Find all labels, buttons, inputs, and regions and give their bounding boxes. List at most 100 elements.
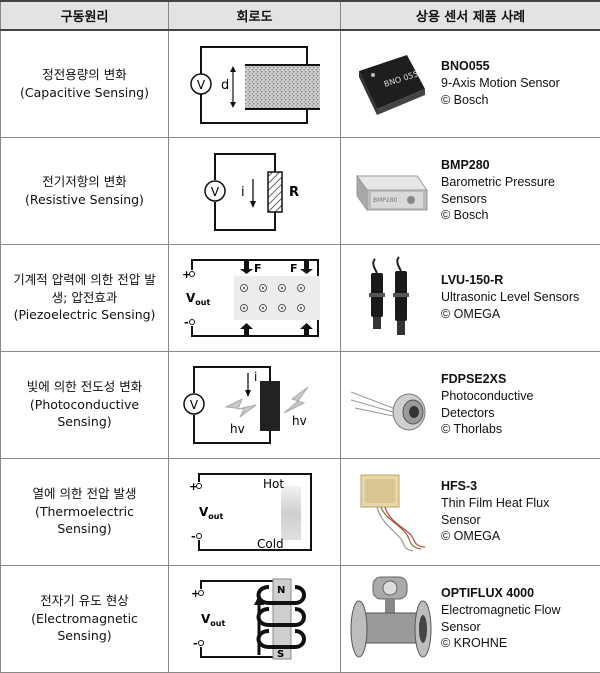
product-desc: Sensor <box>441 512 600 529</box>
cold-label: Cold <box>257 537 284 551</box>
principle-english: (Photoconductive Sensing) <box>7 396 162 431</box>
product-desc: Sensors <box>441 191 600 208</box>
product-desc: Thin Film Heat Flux <box>441 495 600 512</box>
header-row: 구동원리 회로도 상용 센서 제품 사례 <box>1 1 600 30</box>
vout-label: Vout <box>186 291 210 307</box>
product-name: FDPSE2XS <box>441 371 600 388</box>
product-maker: © KROHNE <box>441 635 600 652</box>
photoconductive-circuit-diagram: V i hv hv <box>180 359 330 451</box>
south-pole-label: S <box>277 649 284 660</box>
plus-sign: + <box>191 587 200 600</box>
principle-korean: 전자기 유도 현상 <box>7 592 162 610</box>
electromagnetic-circuit-diagram: + - Vout N S <box>185 573 325 665</box>
principle-cell: 정전용량의 변화 (Capacitive Sensing) <box>1 30 169 137</box>
principle-cell: 기계적 압력에 의한 전압 발생; 압전효과 (Piezoelectric Se… <box>1 244 169 351</box>
principle-english: (Thermoelectric Sensing) <box>7 503 162 538</box>
product-image-bmp280: BMP280 <box>345 146 437 236</box>
header-circuit: 회로도 <box>169 1 341 30</box>
current-label: i <box>254 370 257 384</box>
product-desc: Ultrasonic Level Sensors <box>441 289 600 306</box>
table-row: 전자기 유도 현상 (Electromagnetic Sensing) + - … <box>1 565 600 672</box>
force-label: F <box>290 262 298 275</box>
table-row: 전기저항의 변화 (Resistive Sensing) V <box>1 137 600 244</box>
piezo-crystal <box>234 276 320 320</box>
product-cell: OPTIFLUX 4000 Electromagnetic Flow Senso… <box>341 565 600 672</box>
thermoelectric-element <box>281 486 301 540</box>
principle-cell: 빛에 의한 전도성 변화 (Photoconductive Sensing) <box>1 351 169 458</box>
minus-sign: - <box>193 637 198 650</box>
plus-sign: + <box>189 480 198 493</box>
product-image-fdpse2xs <box>345 360 437 450</box>
principle-korean: 빛에 의한 전도성 변화 <box>7 378 162 396</box>
header-principle: 구동원리 <box>1 1 169 30</box>
principle-english: (Piezoelectric Sensing) <box>7 306 162 324</box>
product-desc: Barometric Pressure <box>441 174 600 191</box>
piezoelectric-circuit-diagram: + - Vout F <box>180 252 330 344</box>
hot-label: Hot <box>263 477 284 491</box>
principle-korean: 전기저항의 변화 <box>7 173 162 191</box>
circuit-cell: V d <box>169 30 341 137</box>
vout-label: Vout <box>201 612 225 628</box>
principle-korean: 기계적 압력에 의한 전압 발생; 압전효과 <box>7 271 162 306</box>
photon-label: hv <box>292 414 307 428</box>
product-image-lvu150 <box>345 253 437 343</box>
table-row: 열에 의한 전압 발생 (Thermoelectric Sensing) <box>1 458 600 565</box>
vout-label: Vout <box>199 505 223 521</box>
product-name: OPTIFLUX 4000 <box>441 585 600 602</box>
principle-english: (Electromagnetic Sensing) <box>7 610 162 645</box>
resistor-icon <box>268 172 282 212</box>
light-ray-icon <box>284 387 308 413</box>
resistor-label: R <box>289 185 299 200</box>
principle-korean: 정전용량의 변화 <box>7 66 162 84</box>
product-name: HFS-3 <box>441 478 600 495</box>
principle-korean: 열에 의한 전압 발생 <box>7 485 162 503</box>
capacitive-circuit-diagram: V d <box>185 39 325 129</box>
product-maker: © Bosch <box>441 92 600 109</box>
product-maker: © OMEGA <box>441 306 600 323</box>
circuit-cell: V i R <box>169 137 341 244</box>
product-name: BMP280 <box>441 157 600 174</box>
product-maker: © OMEGA <box>441 528 600 545</box>
dielectric-layer <box>245 66 320 108</box>
photon-label: hv <box>230 422 245 436</box>
product-name: LVU-150-R <box>441 272 600 289</box>
product-image-hfs3 <box>345 467 437 557</box>
principle-cell: 전기저항의 변화 (Resistive Sensing) <box>1 137 169 244</box>
product-cell: BMP280 BMP280 Barometric Pressure Sensor… <box>341 137 600 244</box>
thermoelectric-circuit-diagram: + - Vout Hot Cold <box>185 466 325 558</box>
voltmeter-label: V <box>189 398 198 412</box>
distance-label: d <box>221 78 229 93</box>
voltmeter-label: V <box>196 78 205 92</box>
circuit-cell: + - Vout Hot Cold <box>169 458 341 565</box>
table-row: 정전용량의 변화 (Capacitive Sensing) <box>1 30 600 137</box>
north-pole-label: N <box>277 585 285 596</box>
product-desc: Electromagnetic Flow <box>441 602 600 619</box>
principle-cell: 전자기 유도 현상 (Electromagnetic Sensing) <box>1 565 169 672</box>
current-label: i <box>241 185 245 200</box>
voltmeter-label: V <box>210 185 219 199</box>
svg-text:BMP280: BMP280 <box>373 197 398 204</box>
product-desc: Detectors <box>441 405 600 422</box>
product-image-bno055: BNO 055 <box>345 39 437 129</box>
minus-sign: - <box>184 316 189 329</box>
resistive-circuit-diagram: V i R <box>185 146 325 236</box>
table-row: 기계적 압력에 의한 전압 발생; 압전효과 (Piezoelectric Se… <box>1 244 600 351</box>
product-name: BNO055 <box>441 58 600 75</box>
principle-english: (Resistive Sensing) <box>7 191 162 209</box>
product-cell: LVU-150-R Ultrasonic Level Sensors © OME… <box>341 244 600 351</box>
table-row: 빛에 의한 전도성 변화 (Photoconductive Sensing) V… <box>1 351 600 458</box>
photoresistor-icon <box>260 381 280 431</box>
product-maker: © Thorlabs <box>441 421 600 438</box>
circuit-cell: V i hv hv <box>169 351 341 458</box>
plus-sign: + <box>182 268 191 281</box>
circuit-cell: + - Vout F <box>169 244 341 351</box>
product-desc: Photoconductive <box>441 388 600 405</box>
principle-english: (Capacitive Sensing) <box>7 84 162 102</box>
force-label: F <box>254 262 262 275</box>
product-maker: © Bosch <box>441 207 600 224</box>
circuit-cell: + - Vout N S <box>169 565 341 672</box>
header-products: 상용 센서 제품 사례 <box>341 1 600 30</box>
product-desc: Sensor <box>441 619 600 636</box>
minus-sign: - <box>191 530 196 543</box>
